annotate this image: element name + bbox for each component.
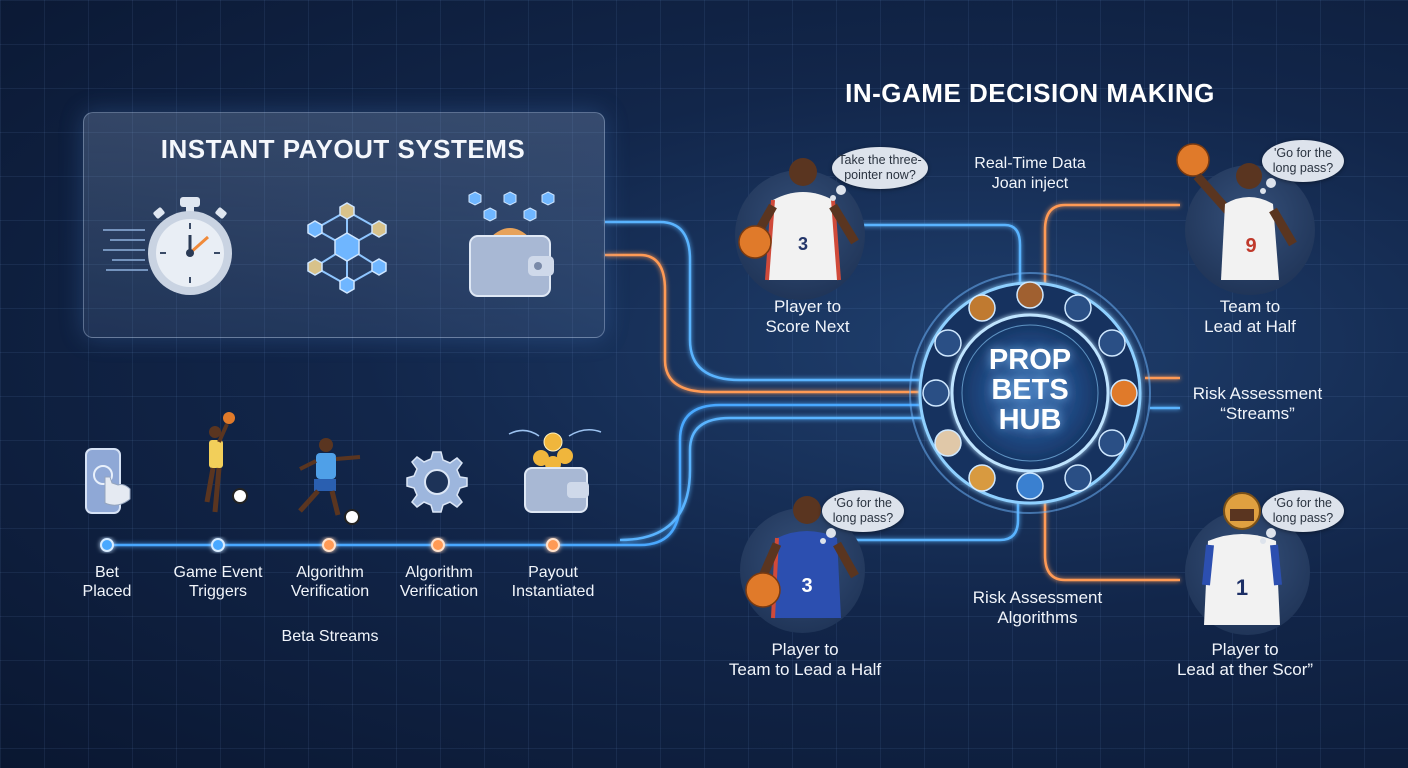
wire-panel-mid xyxy=(605,253,930,394)
node-algorithm-1 xyxy=(322,538,336,552)
node-algorithm-2 xyxy=(431,538,445,552)
phone-tap-icon xyxy=(80,445,135,525)
risk-algorithms-label: Risk Assessment Algorithms xyxy=(972,588,1103,627)
coin-wallet-icon xyxy=(505,420,605,525)
hub-label-line2: BETS xyxy=(991,374,1069,406)
stopwatch-icon xyxy=(148,197,232,295)
player-avatar-2: 9 xyxy=(1176,143,1297,280)
right-title: IN-GAME DECISION MAKING xyxy=(845,78,1215,108)
hub-label-line1: PROP xyxy=(988,344,1072,376)
risk-streams-label: Risk Assessment “Streams” xyxy=(1192,384,1323,423)
hub-label-line3: HUB xyxy=(998,404,1062,436)
thought-bubble-1: Take the three- pointer now? xyxy=(830,147,928,201)
blockchain-network-icon xyxy=(307,202,387,294)
node-bet-placed xyxy=(100,538,114,552)
wire-top-to-hub xyxy=(850,223,1022,285)
wire-timeline-b xyxy=(619,416,930,542)
player-caption-4: Player to Lead at ther Scor” xyxy=(1176,640,1314,679)
timeline-label-algorithm-1: Algorithm Verification xyxy=(290,564,370,600)
jersey-number-3: 3 xyxy=(801,575,812,597)
gear-icon xyxy=(405,450,469,519)
node-payout xyxy=(546,538,560,552)
soccer-player-icon xyxy=(290,435,370,535)
wire-panel-top xyxy=(605,220,930,382)
player-caption-2: Team to Lead at Half xyxy=(1204,297,1296,336)
wire-top-right xyxy=(1043,203,1180,285)
panel-title: INSTANT PAYOUT SYSTEMS xyxy=(160,134,526,164)
thought-bubble-4: 'Go for the long pass? xyxy=(1260,490,1344,544)
thought-bubble-2: 'Go for the long pass? xyxy=(1260,140,1344,194)
prop-bets-hub xyxy=(909,272,1151,514)
player-avatar-3: 3 xyxy=(745,496,859,619)
player-avatar-4: 1 xyxy=(1202,492,1282,625)
wire-timeline-a xyxy=(107,403,930,547)
instant-payout-panel xyxy=(83,112,605,338)
real-time-data-label: Real-Time Data Joan inject xyxy=(974,155,1086,192)
timeline-label-algorithm-2: Algorithm Verification xyxy=(399,564,479,600)
timeline-caption: Beta Streams xyxy=(281,628,379,645)
player-caption-1: Player to Score Next xyxy=(765,297,850,336)
player-avatar-1: 3 xyxy=(738,158,859,281)
jersey-number-2: 9 xyxy=(1245,235,1256,257)
node-game-event xyxy=(211,538,225,552)
timeline-label-bet: Bet Placed xyxy=(82,564,132,600)
jersey-number-4: 1 xyxy=(1236,575,1248,600)
wallet-icon xyxy=(468,191,555,297)
timeline-label-payout: Payout Instantiated xyxy=(511,564,595,600)
wire-bottom-right xyxy=(1043,500,1180,582)
wire-bottom-left xyxy=(850,500,1020,542)
player-caption-3: Player to Team to Lead a Half xyxy=(728,640,882,679)
thought-bubble-3: 'Go for the long pass? xyxy=(820,490,904,544)
hub-label: PROP BETS HUB xyxy=(960,345,1100,435)
timeline-label-game-event: Game Event Triggers xyxy=(173,564,263,600)
jersey-number-1: 3 xyxy=(798,234,808,254)
basketball-player-icon xyxy=(185,412,255,527)
